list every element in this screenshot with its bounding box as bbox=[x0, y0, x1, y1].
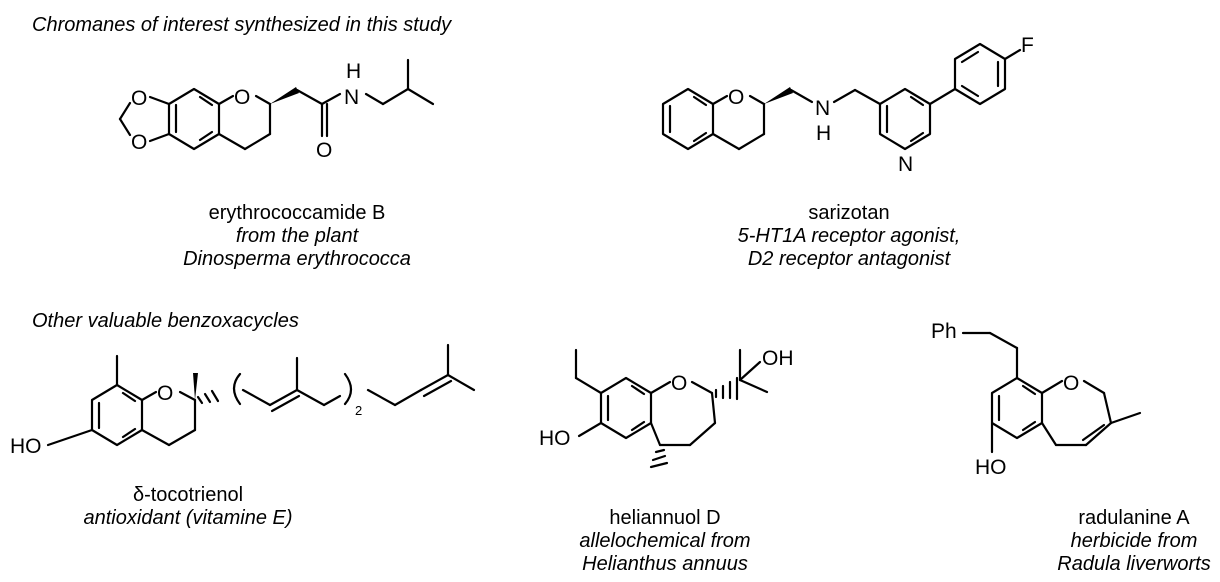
heli-phenol-ho: HO bbox=[539, 427, 571, 450]
compound-name: sarizotan bbox=[808, 202, 890, 224]
compound-desc-line1: allelochemical from bbox=[579, 530, 751, 552]
ery-dioxole-o-top: O bbox=[131, 87, 147, 110]
caption-erythrococcamide-b: erythrococcamide B from the plant Dinosp… bbox=[183, 202, 411, 271]
caption-heliannuol-d: heliannuol D allelochemical from Heliant… bbox=[579, 507, 750, 576]
sar-pyridine-n: N bbox=[898, 153, 913, 176]
compound-desc-line1: antioxidant (vitamine E) bbox=[83, 507, 293, 529]
sar-fluorine: F bbox=[1021, 34, 1034, 57]
ery-amide-h: H bbox=[346, 60, 361, 83]
toco-pyran-o: O bbox=[157, 382, 173, 405]
compound-name: heliannuol D bbox=[609, 507, 721, 529]
compound-name: δ-tocotrienol bbox=[132, 484, 244, 506]
compound-desc-line1: 5-HT1A receptor agonist, bbox=[737, 225, 961, 247]
compound-desc-line2: Helianthus annuus bbox=[582, 553, 748, 575]
heli-oxepane-o: O bbox=[671, 372, 687, 395]
erythrococcamide-b-structure bbox=[118, 58, 435, 151]
caption-sarizotan: sarizotan 5-HT1A receptor agonist, D2 re… bbox=[738, 202, 961, 271]
ery-carbonyl-o: O bbox=[316, 139, 332, 162]
rad-phenyl-label: Ph bbox=[931, 320, 957, 343]
ery-pyran-o: O bbox=[234, 86, 250, 109]
sarizotan-structure bbox=[661, 42, 1022, 151]
heliannuol-d-structure bbox=[574, 348, 769, 469]
compound-desc-line1: from the plant bbox=[235, 225, 359, 247]
sar-pyran-o: O bbox=[728, 86, 744, 109]
ery-dioxole-o-bottom: O bbox=[131, 131, 147, 154]
rad-phenol-ho: HO bbox=[975, 456, 1007, 479]
caption-radulanine-a: radulanine A herbicide from Radula liver… bbox=[1057, 507, 1210, 576]
toco-hydroxyl: HO bbox=[10, 435, 42, 458]
compound-name: radulanine A bbox=[1078, 507, 1190, 529]
tocotrienol-structure bbox=[46, 343, 476, 447]
heli-tert-oh: OH bbox=[762, 347, 794, 370]
rad-oxepine-o: O bbox=[1063, 372, 1079, 395]
compound-desc-line2: Radula liverworts bbox=[1057, 553, 1211, 575]
top-section-title: Chromanes of interest synthesized in thi… bbox=[32, 14, 452, 36]
sar-amine-n: N bbox=[815, 97, 830, 120]
compound-desc-line2: Dinosperma erythrococca bbox=[183, 248, 411, 270]
compound-desc-line2: D2 receptor antagonist bbox=[747, 248, 951, 270]
caption-tocotrienol: δ-tocotrienol antioxidant (vitamine E) bbox=[84, 484, 293, 530]
compound-name: erythrococcamide B bbox=[208, 202, 386, 224]
ery-amide-n: N bbox=[344, 86, 359, 109]
toco-repeat-subscript: 2 bbox=[355, 403, 362, 418]
compound-desc-line1: herbicide from bbox=[1070, 530, 1198, 552]
bottom-section-title: Other valuable benzoxacycles bbox=[32, 310, 299, 332]
radulanine-a-structure bbox=[961, 331, 1142, 454]
sar-amine-h: H bbox=[816, 122, 831, 145]
